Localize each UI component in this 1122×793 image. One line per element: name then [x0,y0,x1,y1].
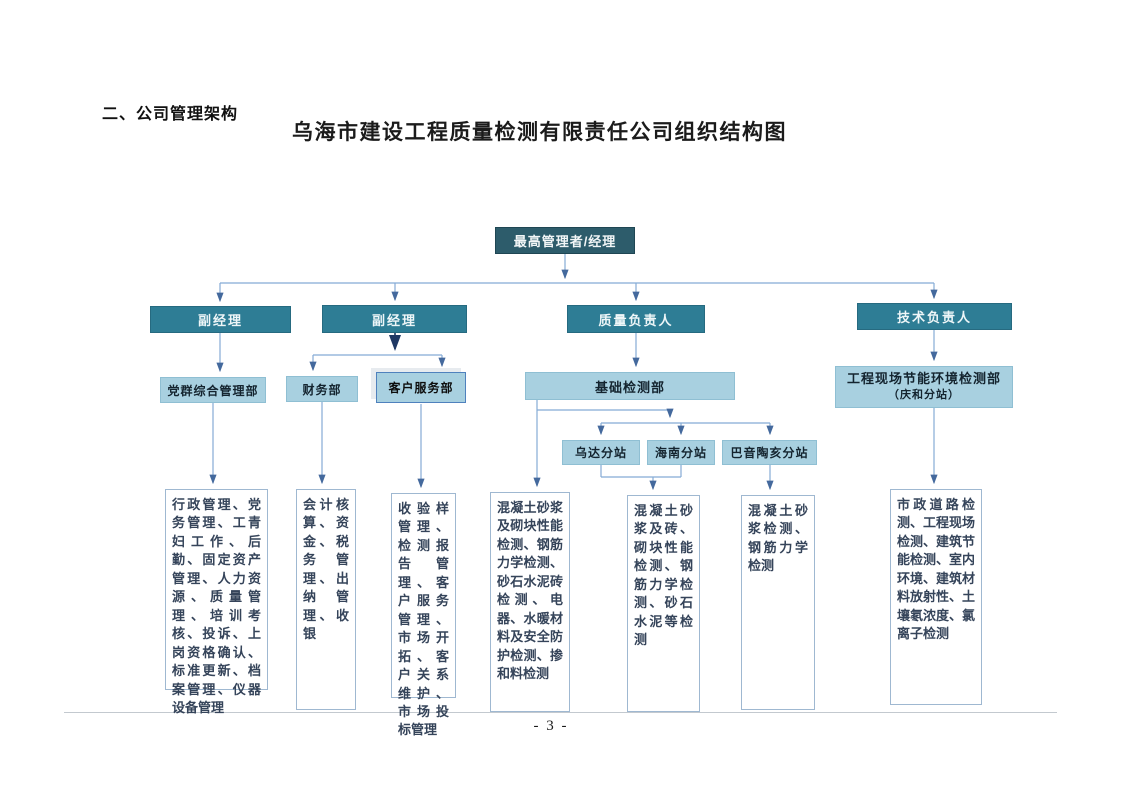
org-node-technical-manager: 技术负责人 [857,303,1012,330]
duty-box-bayintaohai: 混凝土砂浆检测、钢筋力学检测 [741,495,815,710]
org-node-basic-testing-dept: 基础检测部 [525,372,735,400]
org-node-label: 巴音陶亥分站 [730,446,809,460]
org-node-label: 工程现场节能环境检测部 [846,371,1001,387]
duty-box-site-energy-env: 市政道路检测、工程现场检测、建筑节能检测、室内环境、建筑材料放射性、土壤氡浓度、… [890,489,982,705]
org-node-quality-manager: 质量负责人 [567,305,705,333]
org-node-site-energy-env-dept: 工程现场节能环境检测部 （庆和分站） [835,366,1013,408]
org-node-sublabel: （庆和分站） [888,389,960,402]
org-node-deputy-manager-1: 副经理 [150,306,291,333]
org-node-party-admin-dept: 党群综合管理部 [160,377,266,403]
org-node-top-manager: 最高管理者/经理 [495,227,635,254]
duty-box-finance: 会计核算、资金、税务管理、出纳管理、收银 [296,489,356,710]
duty-box-basic-testing: 混凝土砂浆及砌块性能检测、钢筋力学检测、砂石水泥砖检测、电器、水暖材料及安全防护… [490,492,570,712]
org-node-label: 副经理 [371,312,417,328]
chart-title: 乌海市建设工程质量检测有限责任公司组织结构图 [292,121,787,144]
footer-divider [64,712,1057,713]
org-node-label: 客户服务部 [388,381,454,395]
section-heading: 二、公司管理架构 [102,106,239,123]
org-node-label: 基础检测部 [594,379,665,395]
org-node-label: 乌达分站 [574,446,627,460]
org-node-finance-dept: 财务部 [286,376,358,402]
duty-box-wuda-hainan: 混凝土砂浆及砖、砌块性能检测、钢筋力学检测、砂石水泥等检测 [627,495,700,712]
org-node-hainan-station: 海南分站 [647,440,715,465]
org-node-label: 质量负责人 [598,312,674,328]
duty-box-customer-service: 收验样管理、检测报告管理、客户服务管理、市场开拓、客户关系维护、市场投标管理 [391,493,456,737]
duty-box-party-admin: 行政管理、党务管理、工青妇工作、后勤、固定资产管理、人力资源、质量管理、培训考核… [165,489,268,715]
org-node-customer-service-dept: 客户服务部 [376,372,466,403]
org-node-wuda-station: 乌达分站 [562,440,640,465]
org-node-deputy-manager-2: 副经理 [322,305,467,333]
org-node-label: 副经理 [197,313,243,328]
page-number: - 3 - [533,718,569,734]
org-node-label: 财务部 [302,382,342,397]
org-node-label: 技术负责人 [896,310,972,325]
org-node-label: 海南分站 [654,446,707,460]
org-node-label: 最高管理者/经理 [513,234,617,249]
org-node-bayintaohai-station: 巴音陶亥分站 [722,440,817,465]
org-node-label: 党群综合管理部 [167,383,259,398]
